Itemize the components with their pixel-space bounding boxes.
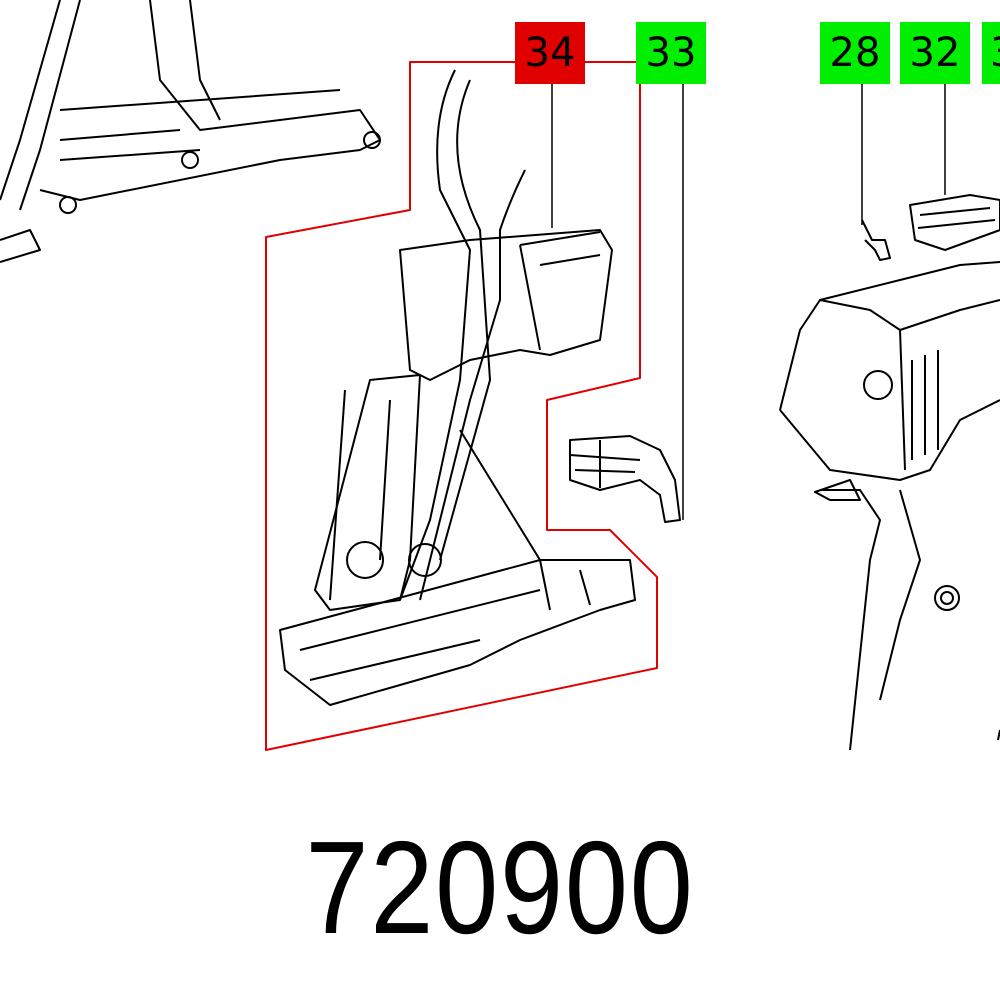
switch-assembly-part [279,69,636,706]
slider-part [569,435,681,523]
callout-28[interactable]: 28 [820,22,890,84]
small-parts [861,194,1000,261]
callout-32[interactable]: 32 [900,22,970,84]
callout-34[interactable]: 34 [515,22,585,84]
callout-clipped[interactable]: 3 [982,22,1000,84]
part-number: 720900 [305,814,695,961]
tool-body-part [779,261,1000,751]
highlight-outline-34 [265,61,658,751]
housing-half-part [0,0,381,263]
callout-33[interactable]: 33 [636,22,706,84]
